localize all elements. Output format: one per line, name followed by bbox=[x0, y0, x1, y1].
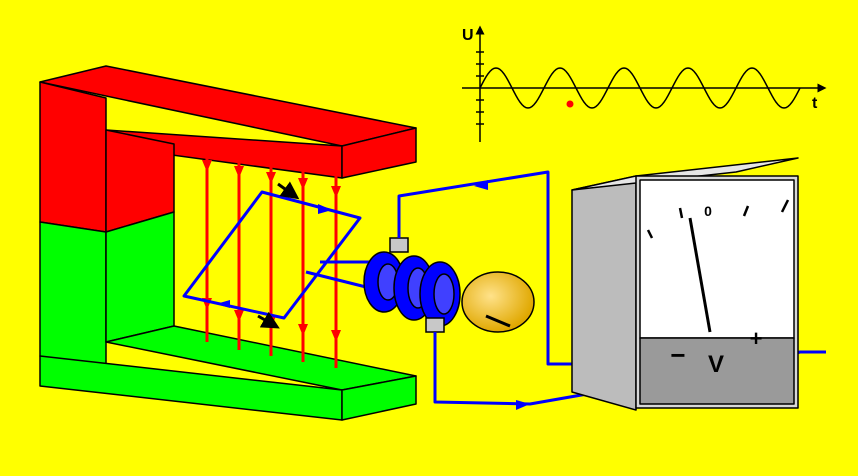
voltmeter-terminal-panel bbox=[639, 337, 795, 405]
wire-loop bbox=[182, 190, 380, 320]
current-arrowhead bbox=[318, 204, 332, 214]
magnet-south-inner bbox=[105, 211, 175, 343]
field-arrowhead bbox=[331, 186, 341, 198]
scale-tick bbox=[646, 229, 654, 239]
crank-handle bbox=[485, 314, 511, 328]
magnet-south-front bbox=[39, 221, 107, 373]
wire-arrowhead bbox=[474, 180, 488, 190]
field-arrowhead bbox=[234, 310, 244, 322]
slip-rings bbox=[363, 251, 461, 327]
wire-top bbox=[397, 170, 574, 366]
voltmeter-needle bbox=[688, 217, 712, 333]
motion-arrows bbox=[257, 181, 300, 329]
crank-wheel-disc bbox=[461, 271, 535, 333]
field-arrowhead bbox=[331, 330, 341, 342]
voltmeter-minus-label: − bbox=[670, 340, 685, 370]
voltmeter-plus-label: + bbox=[750, 326, 763, 351]
wire-arrowhead bbox=[516, 400, 530, 410]
current-arrowhead bbox=[216, 300, 230, 308]
slip-ring-3-hole bbox=[433, 273, 455, 315]
voltmeter-unit-label: V bbox=[708, 351, 724, 378]
crank-wheel bbox=[461, 271, 535, 333]
field-arrowhead bbox=[234, 166, 244, 178]
motion-arrow bbox=[257, 311, 280, 329]
current-direction-arrows bbox=[216, 204, 332, 308]
field-arrowhead bbox=[298, 324, 308, 336]
brush-top bbox=[389, 237, 409, 253]
field-arrowhead bbox=[266, 172, 276, 184]
motion-arrow bbox=[277, 181, 300, 200]
voltmeter bbox=[571, 157, 799, 411]
graph-y-ticks bbox=[476, 51, 484, 125]
voltage-graph: U t bbox=[462, 25, 827, 142]
voltmeter-scale bbox=[646, 199, 790, 239]
magnet-bottom-arm-end-face bbox=[341, 375, 417, 421]
graph-y-label: U bbox=[462, 27, 474, 44]
field-arrowhead bbox=[202, 160, 212, 172]
scale-tick bbox=[780, 199, 790, 213]
scale-tick bbox=[678, 207, 684, 219]
horseshoe-magnet bbox=[39, 65, 417, 421]
magnet-top-arm-end-face bbox=[341, 127, 417, 179]
scale-tick bbox=[742, 205, 750, 217]
graph-position-dot bbox=[566, 100, 574, 108]
voltmeter-face bbox=[639, 179, 795, 339]
magnet-north-front bbox=[39, 81, 107, 233]
voltmeter-scale-zero: 0 bbox=[704, 203, 712, 219]
voltage-sine-wave bbox=[479, 67, 801, 109]
graph-x-label: t bbox=[812, 95, 818, 112]
brush-bottom bbox=[425, 317, 445, 333]
field-arrowhead bbox=[298, 178, 308, 190]
voltmeter-side bbox=[571, 175, 637, 411]
